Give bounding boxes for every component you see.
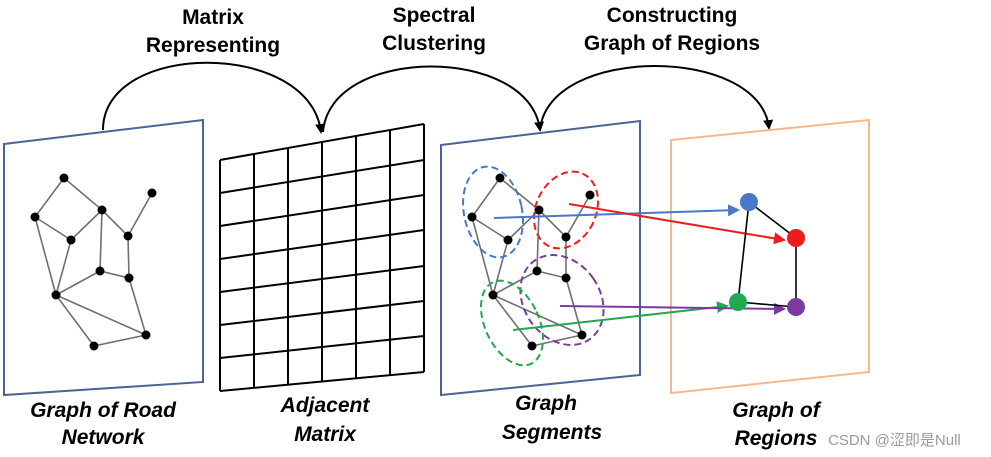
graph-of-regions-graph <box>729 193 805 316</box>
step-label-3-line2: Graph of Regions <box>584 32 760 55</box>
region-node-green <box>729 293 747 311</box>
cluster-green-outline <box>480 279 544 367</box>
graph-segments-nodes <box>467 173 595 351</box>
panel-label-segments-line1: Graph <box>515 392 577 415</box>
road-network-frame <box>3 118 204 397</box>
panel-label-matrix-line2: Matrix <box>294 423 357 446</box>
panel-label-regions-line1: Graph of <box>732 399 822 422</box>
step-arrow-constructing-regions <box>539 65 774 131</box>
cluster-blue-outline <box>462 165 524 259</box>
region-node-purple <box>787 298 805 316</box>
road-network-edges <box>34 177 153 347</box>
step-label-1-line2: Representing <box>146 34 280 57</box>
mapping-arrow-green <box>512 301 729 331</box>
step-arrow-matrix-representing <box>102 61 325 134</box>
mapping-arrow-blue <box>493 204 740 219</box>
panel-label-regions-line2: Regions <box>735 427 818 450</box>
mapping-arrow-red <box>568 203 786 245</box>
step-arrow-spectral-clustering <box>322 65 545 133</box>
road-network-nodes <box>30 173 157 351</box>
panel-label-segments-line2: Segments <box>502 421 602 444</box>
graph-of-regions-frame <box>670 118 870 395</box>
step-label-1-line1: Matrix <box>182 6 244 29</box>
panel-label-road-line1: Graph of Road <box>30 399 177 422</box>
step-label-2-line2: Clustering <box>382 32 486 55</box>
graph-segments-panel <box>440 119 641 397</box>
cluster-red-outline <box>532 170 600 250</box>
watermark-text: CSDN @涩即是Null <box>828 432 961 449</box>
adjacency-matrix-grid <box>219 123 425 392</box>
road-network-panel <box>3 118 204 397</box>
cluster-purple-outline <box>519 254 605 346</box>
panel-label-matrix-line1: Adjacent <box>280 394 371 417</box>
step-label-2-line1: Spectral <box>393 4 476 27</box>
panel-label-road-line2: Network <box>62 426 146 449</box>
step-label-3-line1: Constructing <box>607 4 738 27</box>
region-node-blue <box>740 193 758 211</box>
region-node-red <box>787 229 805 247</box>
mapping-arrow-purple <box>559 302 786 315</box>
